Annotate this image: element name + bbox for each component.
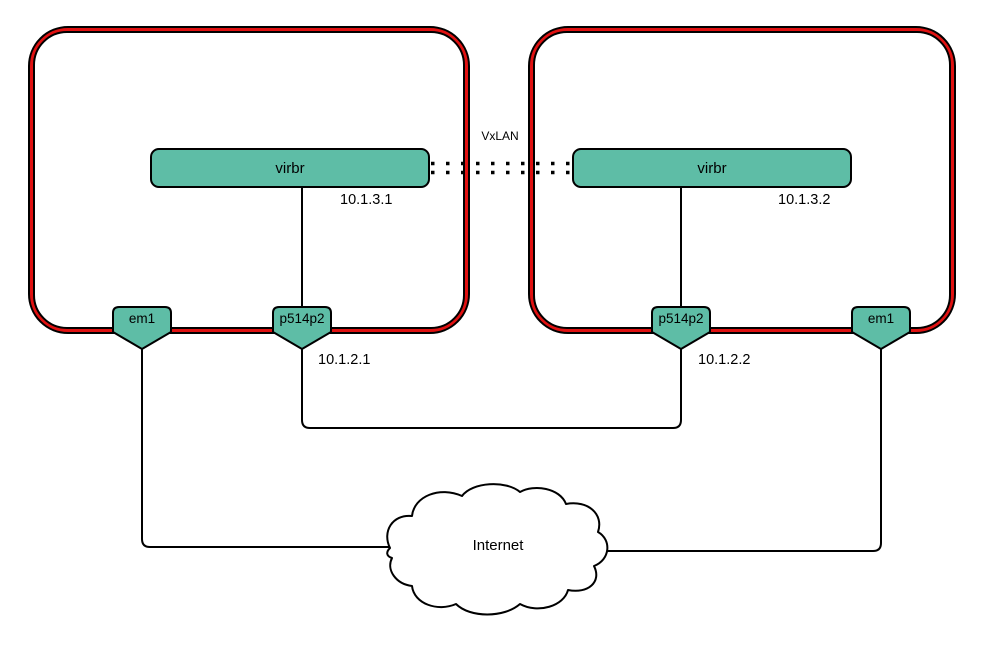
bridge-label-right: virbr (697, 159, 727, 177)
interface-pin-shape (851, 306, 911, 350)
interface-pin-shape (112, 306, 172, 350)
bridge-label-left: virbr (275, 159, 305, 177)
interface-label-em1-left: em1 (128, 311, 156, 326)
bridge-node-right: virbr (572, 148, 852, 188)
em1-internet-line-right (602, 346, 882, 552)
interface-label-em1-right: em1 (867, 311, 895, 326)
interface-pin-shape (272, 306, 332, 350)
em1-internet-line-left (141, 346, 394, 548)
ip-label-bridge-left: 10.1.3.1 (340, 192, 393, 208)
ip-label-bridge-right: 10.1.3.2 (778, 192, 831, 208)
interface-pin-p514p2-left: p514p2 (272, 306, 332, 350)
interface-pin-p514p2-right: p514p2 (651, 306, 711, 350)
interface-label-p514p2-right: p514p2 (658, 311, 704, 326)
ip-label-p514p2-right: 10.1.2.2 (698, 352, 751, 368)
interface-pin-em1-right: em1 (851, 306, 911, 350)
internet-label: Internet (472, 537, 524, 554)
bridge-node-left: virbr (150, 148, 430, 188)
vxlan-label: VxLAN (481, 129, 519, 143)
ip-label-p514p2-left: 10.1.2.1 (318, 352, 371, 368)
interface-label-p514p2-left: p514p2 (279, 311, 325, 326)
interface-pin-em1-left: em1 (112, 306, 172, 350)
interface-pin-shape (651, 306, 711, 350)
